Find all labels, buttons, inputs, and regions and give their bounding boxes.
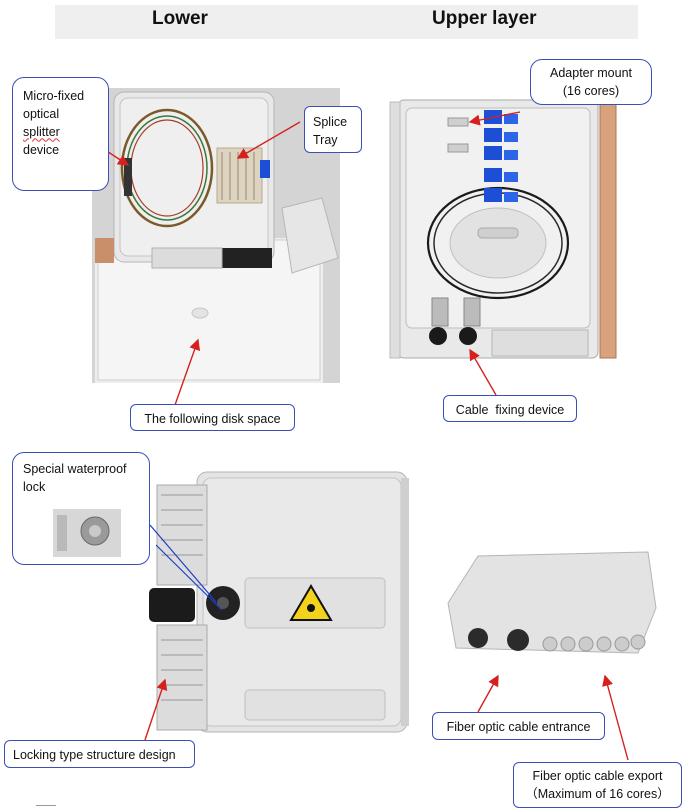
callout-waterproof-lock: Special waterproof lock	[12, 452, 150, 565]
laser-warning-icon	[289, 584, 333, 621]
photo-lower-layer	[92, 88, 340, 383]
callout-text: Locking type structure design	[13, 748, 176, 762]
callout-text-line: lock	[23, 480, 46, 495]
callout-text-line: Fiber optic cable export	[532, 769, 663, 783]
callout-cable-entrance: Fiber optic cable entrance	[432, 712, 605, 740]
callout-cable-export: Fiber optic cable export （Maximum of 16 …	[513, 762, 682, 808]
bottom-divider	[36, 805, 56, 806]
callout-text: The following disk space	[144, 412, 281, 426]
callout-text-line: Adapter mount	[550, 66, 632, 80]
callout-text-line: optical	[23, 107, 60, 122]
callout-locking-structure: Locking type structure design	[4, 740, 195, 768]
callout-text: Fiber optic cable entrance	[446, 720, 591, 734]
header-upper-layer: Upper layer	[432, 8, 537, 29]
callout-text: Cable fixing device	[455, 403, 565, 417]
callout-cable-fixing: Cable fixing device	[443, 395, 577, 422]
header-bar	[55, 5, 638, 39]
photo-cable-ports	[438, 548, 660, 668]
callout-text-line: Splice	[313, 115, 348, 129]
callout-micro-fixed-splitter: Micro-fixed optical splitter device	[12, 77, 109, 191]
header-lower: Lower	[152, 8, 208, 29]
callout-text-line: Tray	[313, 133, 338, 148]
callout-disk-space: The following disk space	[130, 404, 295, 431]
padlock-icon	[53, 509, 121, 557]
callout-splice-tray: Splice Tray	[304, 106, 362, 153]
callout-text-line: Micro-fixed	[23, 89, 85, 103]
callout-text-line: Special waterproof	[23, 462, 127, 476]
callout-text-line: （Maximum of 16 cores）	[525, 787, 670, 802]
photo-upper-layer	[388, 98, 620, 363]
photo-closed-box	[145, 470, 410, 735]
callout-text-line: device	[23, 143, 60, 158]
callout-text-line: (16 cores)	[562, 84, 620, 99]
callout-text-line: splitter	[23, 125, 60, 140]
callout-adapter-mount: Adapter mount (16 cores)	[530, 59, 652, 105]
